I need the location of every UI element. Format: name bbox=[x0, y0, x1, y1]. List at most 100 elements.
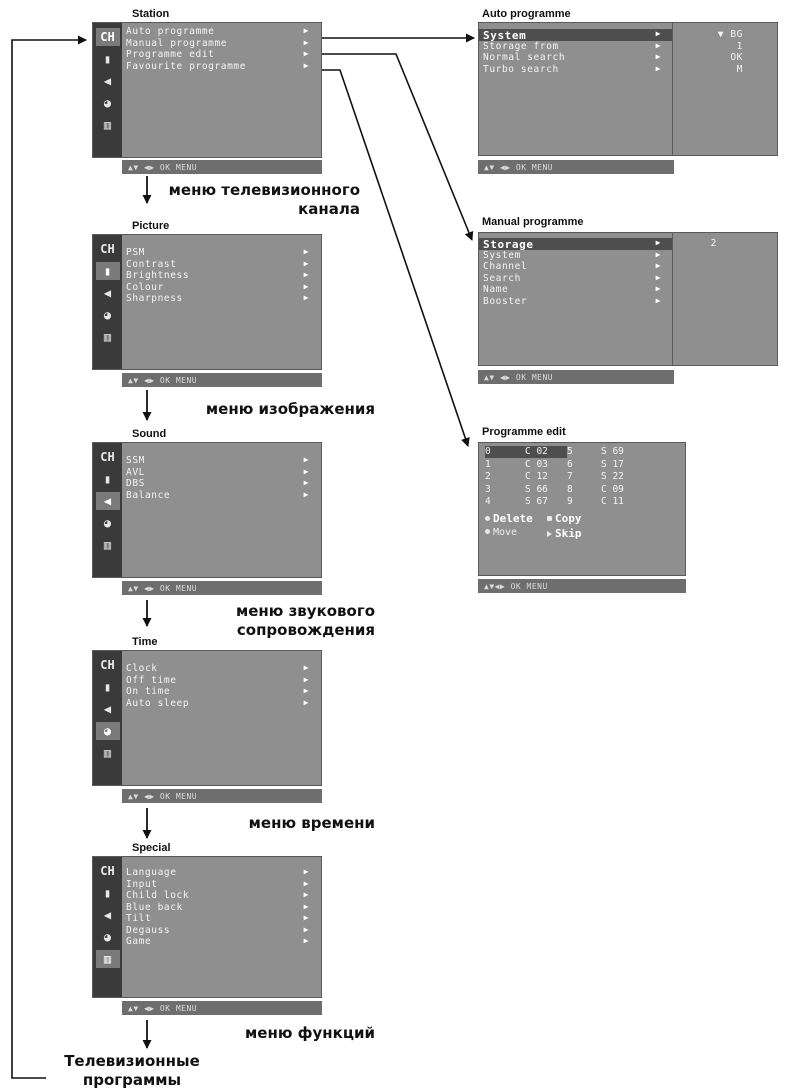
menu-item-contrast[interactable]: Contrast▶ bbox=[126, 258, 309, 270]
time-icon[interactable]: ◕ bbox=[103, 516, 112, 530]
station-icon[interactable]: CH bbox=[100, 658, 115, 672]
submenu-item-search[interactable]: Search▶ bbox=[483, 272, 661, 284]
special-icon[interactable]: ▥ bbox=[103, 746, 112, 760]
menu-item-on-time[interactable]: On time▶ bbox=[126, 686, 309, 697]
auto-programme-values-panel: ▼ BG 1 OK M bbox=[672, 22, 778, 156]
menu-item-favourite-programme[interactable]: Favourite programme▶ bbox=[126, 60, 309, 72]
submenu-item-storage[interactable]: Storage▶ bbox=[479, 238, 673, 251]
picture-icon[interactable]: ▮ bbox=[103, 52, 112, 66]
station-icon[interactable]: CH bbox=[100, 864, 115, 878]
menu-item-language[interactable]: Language▶ bbox=[126, 867, 309, 878]
time-menu-panel: CH ▮ ◀ ◕ ▥ Clock▶ Off time▶ On time▶ Aut… bbox=[92, 650, 322, 786]
menu-item-input[interactable]: Input▶ bbox=[126, 878, 309, 890]
value-storage[interactable]: 2 bbox=[710, 238, 717, 249]
menu-item-colour[interactable]: Colour▶ bbox=[126, 281, 309, 293]
menu-item-clock[interactable]: Clock▶ bbox=[126, 663, 309, 674]
station-icon[interactable]: CH bbox=[95, 28, 120, 46]
programme-channel[interactable]: C 12 bbox=[525, 471, 548, 482]
menu-item-blue-back[interactable]: Blue back▶ bbox=[126, 901, 309, 913]
submenu-item-booster[interactable]: Booster▶ bbox=[483, 295, 661, 307]
time-icon[interactable]: ◕ bbox=[103, 308, 112, 322]
programme-number[interactable]: 1 bbox=[485, 458, 491, 470]
programme-channel[interactable]: S 67 bbox=[525, 496, 548, 507]
move-option[interactable]: Move bbox=[485, 527, 547, 540]
picture-icon[interactable]: ▮ bbox=[95, 262, 120, 280]
menu-item-psm[interactable]: PSM▶ bbox=[126, 247, 309, 258]
chevron-right-icon: ▶ bbox=[655, 63, 661, 73]
skip-option[interactable]: Skip bbox=[547, 527, 617, 540]
sound-icon[interactable]: ◀ bbox=[103, 908, 112, 922]
sound-menu-panel: CH ▮ ◀ ◕ ▥ SSM▶ AVL▶ DBS▶ Balance▶ bbox=[92, 442, 322, 578]
programme-channel[interactable]: C 11 bbox=[601, 496, 624, 507]
station-icon[interactable]: CH bbox=[100, 242, 115, 256]
submenu-item-normal-search[interactable]: Normal search▶ bbox=[483, 52, 661, 63]
menu-item-ssm[interactable]: SSM▶ bbox=[126, 455, 309, 466]
station-icon[interactable]: CH bbox=[100, 450, 115, 464]
value-storage-from[interactable]: 1 bbox=[736, 40, 743, 52]
sound-icon[interactable]: ◀ bbox=[103, 286, 112, 300]
programme-number[interactable]: 2 bbox=[485, 471, 491, 482]
chevron-right-icon: ▶ bbox=[655, 40, 661, 50]
chevron-right-icon: ▶ bbox=[303, 37, 309, 47]
time-icon[interactable]: ◕ bbox=[103, 930, 112, 944]
menu-item-auto-sleep[interactable]: Auto sleep▶ bbox=[126, 697, 309, 709]
programme-number[interactable]: 6 bbox=[567, 458, 573, 470]
sound-icon[interactable]: ◀ bbox=[103, 74, 112, 88]
submenu-item-name[interactable]: Name▶ bbox=[483, 284, 661, 295]
menu-item-game[interactable]: Game▶ bbox=[126, 936, 309, 947]
programme-channel[interactable]: C 09 bbox=[601, 483, 624, 495]
submenu-item-channel[interactable]: Channel▶ bbox=[483, 261, 661, 272]
submenu-item-system[interactable]: System▶ bbox=[483, 249, 661, 261]
value-system[interactable]: ▼ BG bbox=[717, 29, 743, 40]
chevron-right-icon: ▶ bbox=[655, 52, 661, 61]
programme-number[interactable]: 8 bbox=[567, 483, 573, 495]
time-icon[interactable]: ◕ bbox=[95, 722, 120, 740]
programme-channel[interactable]: C 02 bbox=[525, 446, 567, 458]
menu-item-manual-programme[interactable]: Manual programme▶ bbox=[126, 37, 309, 49]
programme-channel[interactable]: S 17 bbox=[601, 458, 624, 470]
programme-channel[interactable]: S 22 bbox=[601, 471, 624, 482]
delete-option[interactable]: Delete bbox=[485, 512, 547, 525]
menu-item-degauss[interactable]: Degauss▶ bbox=[126, 924, 309, 936]
programme-channel[interactable]: S 69 bbox=[601, 446, 624, 457]
chevron-right-icon: ▶ bbox=[303, 26, 309, 35]
programme-channel[interactable]: S 66 bbox=[525, 483, 548, 495]
menu-item-programme-edit[interactable]: Programme edit▶ bbox=[126, 49, 309, 60]
submenu-item-system[interactable]: System▶ bbox=[479, 29, 673, 42]
chevron-right-icon: ▶ bbox=[655, 261, 661, 270]
menu-item-brightness[interactable]: Brightness▶ bbox=[126, 270, 309, 281]
programme-number[interactable]: 9 bbox=[567, 496, 573, 507]
special-icon[interactable]: ▥ bbox=[103, 538, 112, 552]
programme-channel[interactable]: C 03 bbox=[525, 458, 548, 470]
value-turbo-search[interactable]: M bbox=[736, 63, 743, 75]
submenu-item-turbo-search[interactable]: Turbo search▶ bbox=[483, 63, 661, 75]
special-icon[interactable]: ▥ bbox=[103, 118, 112, 132]
menu-item-off-time[interactable]: Off time▶ bbox=[126, 674, 309, 686]
special-icon[interactable]: ▥ bbox=[95, 950, 120, 968]
menu-item-tilt[interactable]: Tilt▶ bbox=[126, 913, 309, 924]
programme-number[interactable]: 7 bbox=[567, 471, 573, 482]
picture-icon[interactable]: ▮ bbox=[103, 886, 112, 900]
programme-number[interactable]: 5 bbox=[567, 446, 573, 457]
menu-item-dbs[interactable]: DBS▶ bbox=[126, 478, 309, 489]
menu-item-auto-programme[interactable]: Auto programme▶ bbox=[126, 26, 309, 37]
special-icon[interactable]: ▥ bbox=[103, 330, 112, 344]
programme-number[interactable]: 0 bbox=[485, 446, 525, 458]
chevron-right-icon: ▶ bbox=[655, 238, 661, 247]
menu-icon-column: CH ▮ ◀ ◕ ▥ bbox=[93, 857, 122, 997]
submenu-item-storage-from[interactable]: Storage from▶ bbox=[483, 40, 661, 52]
picture-icon[interactable]: ▮ bbox=[103, 472, 112, 486]
programme-number[interactable]: 4 bbox=[485, 496, 491, 507]
menu-item-avl[interactable]: AVL▶ bbox=[126, 466, 309, 478]
menu-item-sharpness[interactable]: Sharpness▶ bbox=[126, 293, 309, 304]
sound-icon[interactable]: ◀ bbox=[95, 492, 120, 510]
time-icon[interactable]: ◕ bbox=[103, 96, 112, 110]
chevron-right-icon: ▶ bbox=[303, 489, 309, 499]
value-normal-search[interactable]: OK bbox=[730, 52, 743, 63]
picture-icon[interactable]: ▮ bbox=[103, 680, 112, 694]
menu-item-child-lock[interactable]: Child lock▶ bbox=[126, 890, 309, 901]
copy-option[interactable]: Copy bbox=[547, 512, 617, 525]
programme-number[interactable]: 3 bbox=[485, 483, 491, 495]
menu-item-balance[interactable]: Balance▶ bbox=[126, 489, 309, 501]
sound-icon[interactable]: ◀ bbox=[103, 702, 112, 716]
